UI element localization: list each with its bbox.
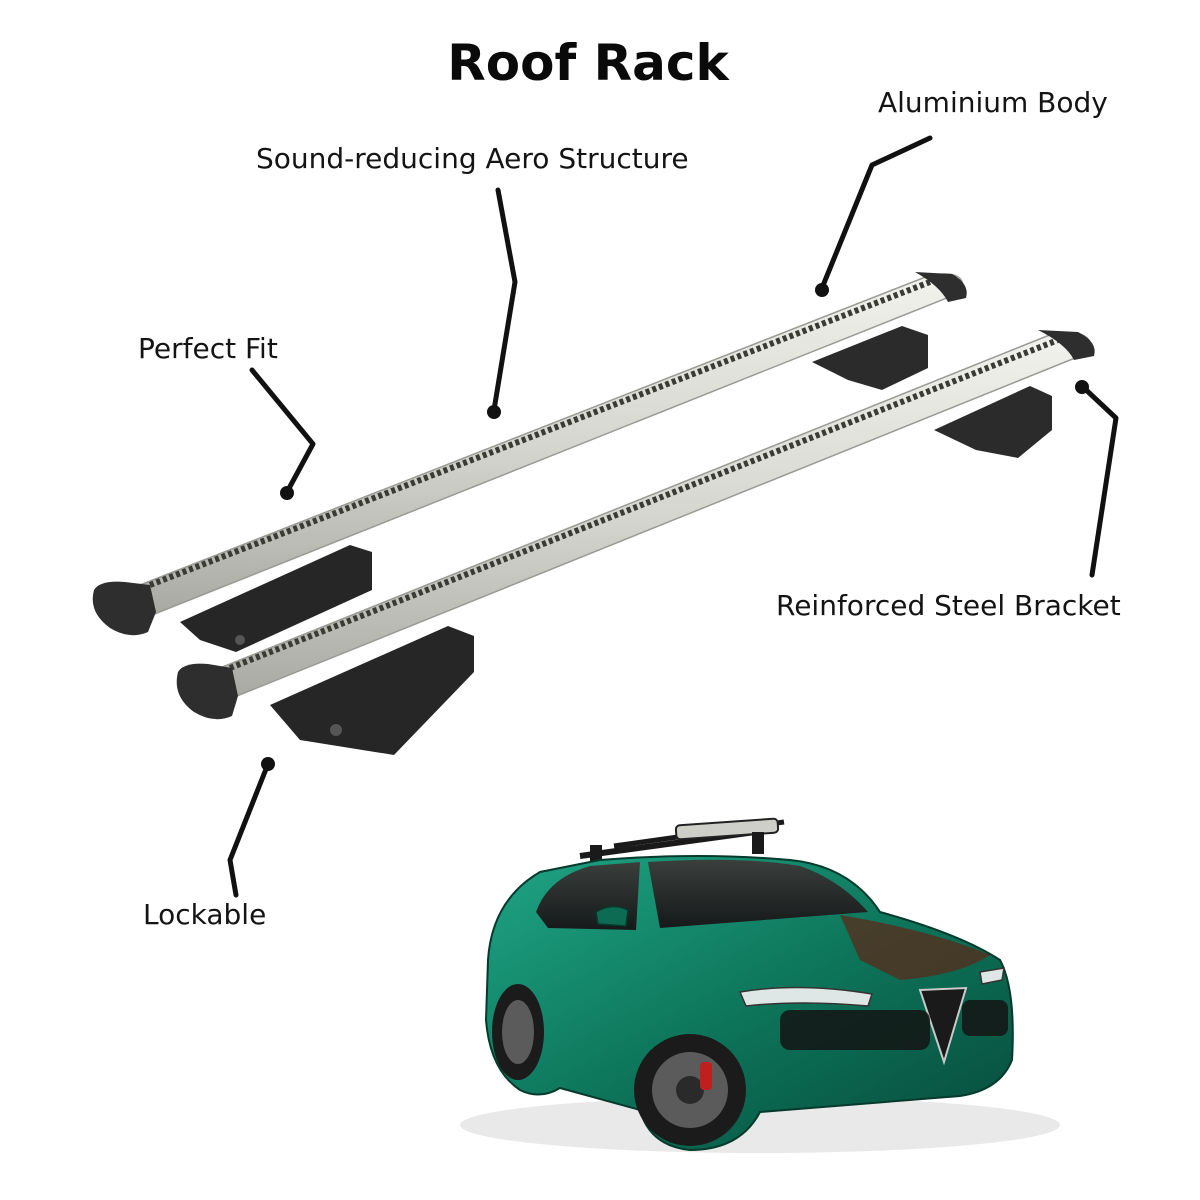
car-wheel-front [634, 1034, 746, 1146]
endcap-front-right [1038, 330, 1095, 360]
roof-bar-rear [92, 272, 967, 652]
callout-aero [487, 187, 518, 419]
lock-cylinder [330, 724, 342, 736]
feature-label-fit: Perfect Fit [138, 332, 278, 365]
bar-front-groove [228, 337, 1060, 671]
endcap-rear-left [92, 581, 156, 636]
feature-label-aluminium: Aluminium Body [878, 86, 1108, 119]
bracket-front-right [934, 386, 1052, 458]
feature-label-bracket: Reinforced Steel Bracket [776, 589, 1121, 622]
feature-label-aero: Sound-reducing Aero Structure [256, 142, 689, 175]
callout-lock [227, 757, 275, 898]
feature-label-lock: Lockable [143, 898, 267, 931]
car-image [460, 817, 1060, 1153]
bracket-rear-left [180, 545, 372, 652]
bracket-rear-right [812, 326, 928, 390]
lock-cylinder-rear [235, 635, 245, 645]
car-grille [918, 986, 968, 1066]
bracket-front-left [270, 626, 474, 755]
endcap-front-left [176, 663, 238, 720]
callout-bracket [1075, 380, 1119, 578]
page-title: Roof Rack [447, 34, 729, 92]
endcap-rear-right [915, 272, 967, 302]
callout-fit [249, 367, 316, 500]
roof-bar-front [176, 330, 1095, 755]
car-wheel-rear [492, 984, 544, 1080]
callout-aluminium [815, 135, 933, 297]
car-roof-rack [579, 817, 785, 863]
